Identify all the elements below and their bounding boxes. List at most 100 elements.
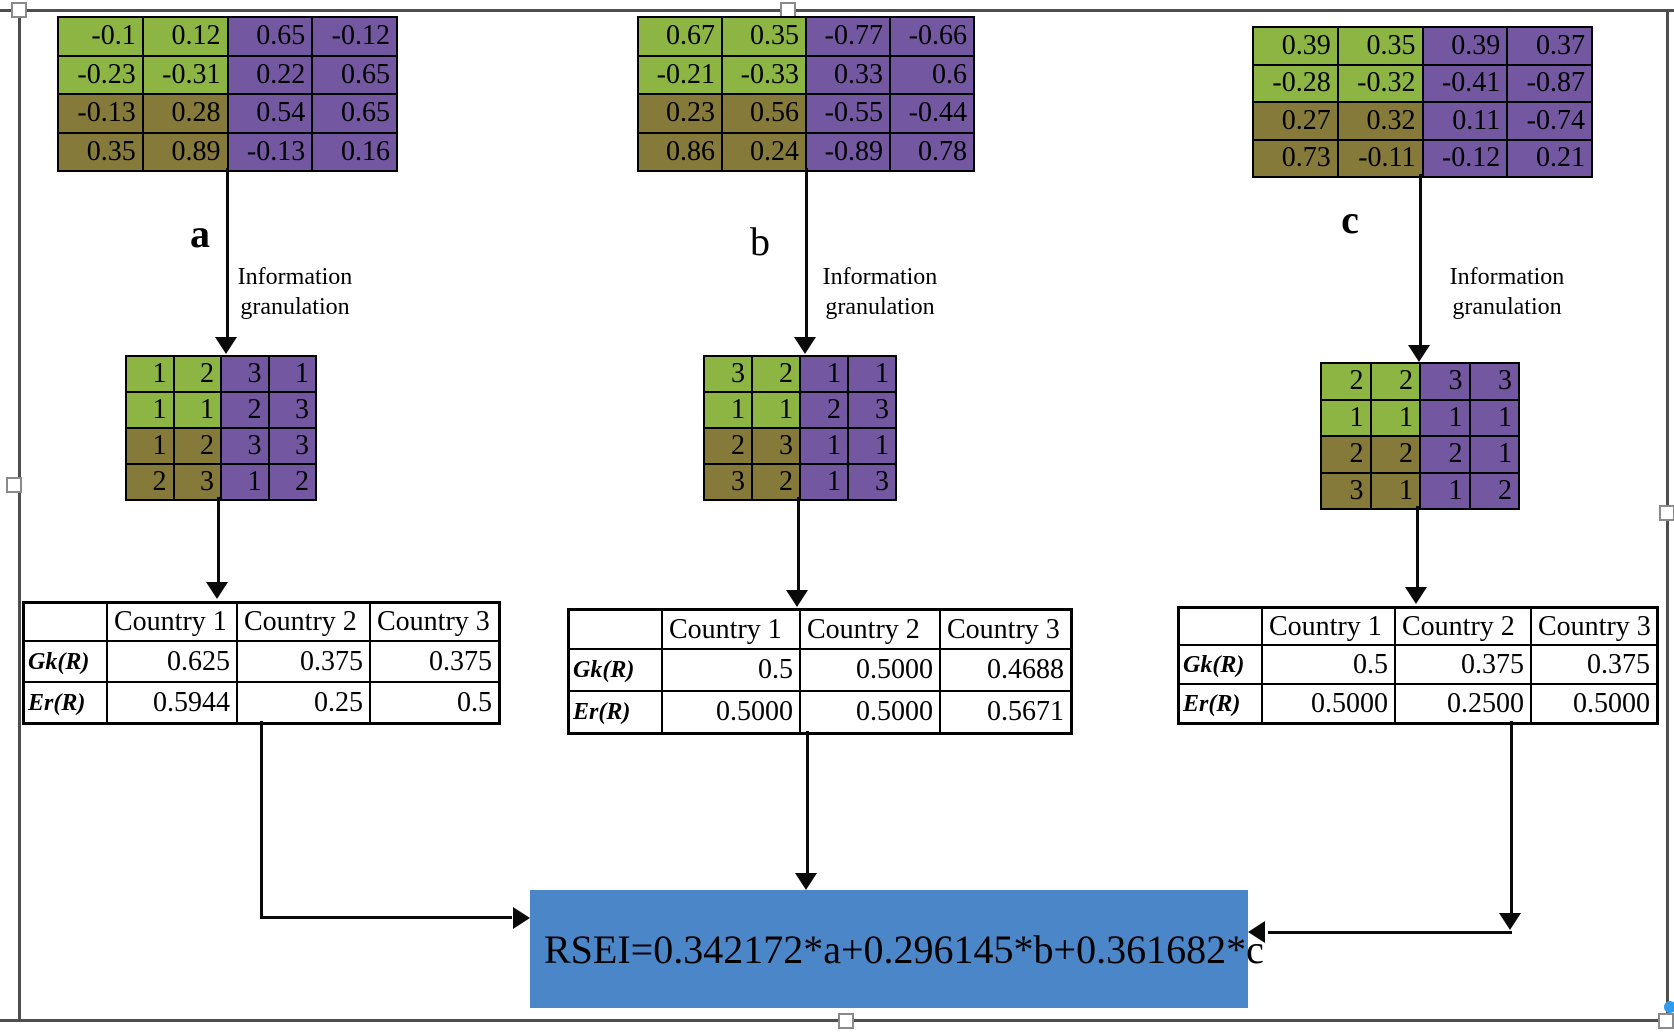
matrix-cell: 1 xyxy=(222,465,268,499)
matrix-cell: 0.39 xyxy=(1423,28,1507,64)
branch-label-b: b xyxy=(750,219,770,264)
matrix-cell: -0.13 xyxy=(59,95,142,132)
row-label: Er(R) xyxy=(1180,685,1261,722)
matrix-cell: 1 xyxy=(174,393,220,427)
matrix-cell: 3 xyxy=(1470,364,1518,399)
table-value: 0.5944 xyxy=(108,683,236,722)
resize-handle-bottom-center[interactable] xyxy=(838,1013,854,1029)
table-value: 0.25 xyxy=(238,683,369,722)
matrix-cell: 3 xyxy=(269,429,315,463)
matrix-cell: 3 xyxy=(222,357,268,391)
table-value: 0.375 xyxy=(1532,646,1656,683)
corner-marker-dot xyxy=(1664,1001,1674,1013)
matrix-cell: 0.65 xyxy=(313,56,396,93)
matrix-cell: -0.77 xyxy=(807,18,889,55)
table-value: 0.5000 xyxy=(1532,685,1656,722)
arrowhead-left-icon xyxy=(1248,921,1265,943)
matrix-cell: 0.28 xyxy=(143,95,227,132)
matrix-cell: 1 xyxy=(849,429,895,463)
table-value: 0.5671 xyxy=(941,692,1070,732)
arrowhead-down-icon xyxy=(1408,345,1430,362)
matrix-cell: 2 xyxy=(1371,364,1419,399)
matrix-cell: 1 xyxy=(753,393,799,427)
table-value: 0.4688 xyxy=(941,650,1070,690)
resize-handle-right-center[interactable] xyxy=(1659,505,1674,521)
resize-handle-bottom-right[interactable] xyxy=(1658,1013,1674,1029)
table-value: 0.5 xyxy=(1263,646,1394,683)
matrix-cell: 1 xyxy=(1421,400,1469,435)
info-line-1: Information xyxy=(237,264,353,290)
matrix-cell: 3 xyxy=(174,465,220,499)
column-header: Country 1 xyxy=(1263,609,1394,644)
matrix-cell: 3 xyxy=(849,393,895,427)
matrix-cell: 0.35 xyxy=(1338,28,1422,64)
matrix-cell: 1 xyxy=(801,429,847,463)
matrix-cell: 0.65 xyxy=(313,95,396,132)
matrix-cell: 0.89 xyxy=(143,133,227,170)
arrowhead-down-icon xyxy=(206,582,228,599)
resize-handle-left-center[interactable] xyxy=(6,477,22,493)
connector-line xyxy=(260,721,263,919)
info-line-1: Information xyxy=(822,264,938,290)
table-corner-cell xyxy=(25,604,106,640)
matrix-cell: 1 xyxy=(1371,473,1419,508)
table-value: 0.375 xyxy=(1396,646,1530,683)
table-value: 0.375 xyxy=(371,642,498,681)
matrix-cell: 0.73 xyxy=(1254,140,1337,176)
matrix-cell: 0.24 xyxy=(723,133,805,170)
table-value: 0.2500 xyxy=(1396,685,1530,722)
arrow-line xyxy=(226,168,229,338)
matrix-cell: 3 xyxy=(269,393,315,427)
resize-handle-top-left[interactable] xyxy=(11,2,27,18)
info-line-2: granulation xyxy=(1452,294,1562,320)
matrix-cell: 2 xyxy=(269,465,315,499)
matrix-cell: 0.65 xyxy=(228,18,312,55)
matrix-cell: 2 xyxy=(1421,437,1469,472)
table-value: 0.5000 xyxy=(801,650,939,690)
matrix-cell: 0.27 xyxy=(1254,103,1337,139)
table-value: 0.5000 xyxy=(1263,685,1394,722)
matrix-cell: 1 xyxy=(127,393,173,427)
connector-line xyxy=(1268,931,1512,934)
row-label: Er(R) xyxy=(570,692,661,732)
column-header: Country 2 xyxy=(238,604,369,640)
arrow-line xyxy=(1416,506,1419,588)
matrix-cell: -0.32 xyxy=(1338,65,1422,101)
matrix-cell: 1 xyxy=(705,393,751,427)
matrix-cell: 3 xyxy=(222,429,268,463)
connector-line xyxy=(806,731,809,876)
matrix-cell: -0.44 xyxy=(891,95,973,132)
column-header: Country 3 xyxy=(1532,609,1656,644)
matrix-cell: 2 xyxy=(1322,437,1370,472)
matrix-cell: 3 xyxy=(705,465,751,499)
matrix-cell: 2 xyxy=(801,393,847,427)
matrix-cell: 2 xyxy=(222,393,268,427)
matrix-cell: -0.23 xyxy=(59,56,142,93)
row-label: Gk(R) xyxy=(570,650,661,690)
matrix-cell: 0.21 xyxy=(1508,140,1591,176)
matrix-cell: -0.31 xyxy=(143,56,227,93)
row-label: Gk(R) xyxy=(25,642,106,681)
table-value: 0.5 xyxy=(663,650,799,690)
table-value: 0.5000 xyxy=(801,692,939,732)
matrix-cell: -0.87 xyxy=(1508,65,1591,101)
matrix-cell: 0.11 xyxy=(1423,103,1507,139)
selection-frame-left xyxy=(18,9,21,1022)
matrix-cell: 1 xyxy=(127,429,173,463)
matrix-cell: 0.54 xyxy=(228,95,312,132)
branch-label-a: a xyxy=(190,211,210,256)
info-line-1: Information xyxy=(1449,264,1565,290)
table-value: 0.5 xyxy=(371,683,498,722)
matrix-cell: 2 xyxy=(705,429,751,463)
matrix-cell: 0.39 xyxy=(1254,28,1337,64)
rsei-formula-box: RSEI=0.342172*a+0.296145*b+0.361682*c xyxy=(530,890,1264,1008)
matrix-cell: -0.28 xyxy=(1254,65,1337,101)
arrow-line xyxy=(797,497,800,591)
column-header: Country 3 xyxy=(941,611,1070,648)
arrowhead-down-icon xyxy=(795,873,817,890)
matrix-cell: 0.78 xyxy=(891,133,973,170)
